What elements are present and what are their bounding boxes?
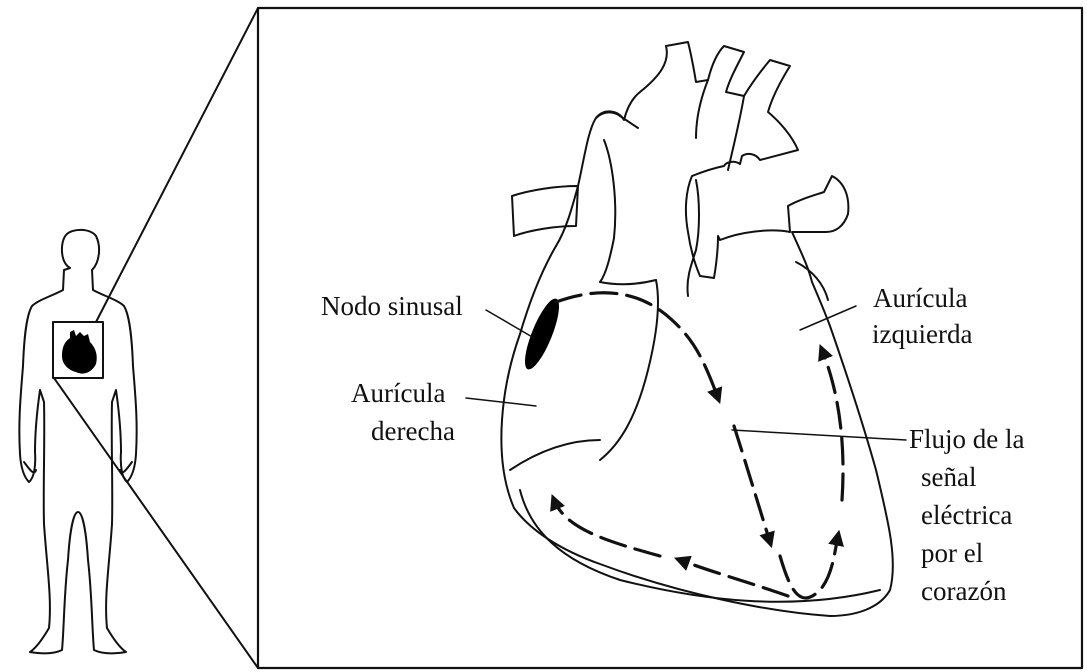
label-signal-flow-line3: eléctrica — [921, 500, 1012, 530]
heart-inset — [53, 322, 103, 378]
leader-right-atrium — [466, 398, 536, 406]
heart-outline — [501, 42, 893, 616]
signal-flow-arrows — [554, 293, 843, 598]
label-signal-flow-line5: corazón — [921, 576, 1007, 606]
sinus-node-marker — [518, 295, 565, 373]
human-silhouette-icon — [19, 230, 136, 653]
label-signal-flow-line2: señal — [921, 462, 976, 492]
label-sinus-node: Nodo sinusal — [321, 291, 463, 321]
leader-signal-flow — [732, 430, 906, 440]
leader-left-atrium — [800, 306, 856, 330]
label-signal-flow-line1: Flujo de la — [909, 424, 1025, 454]
zoom-line-top — [96, 8, 258, 322]
heart-icon — [62, 330, 97, 374]
label-right-atrium-line1: Aurícula — [351, 378, 445, 408]
label-left-atrium-line1: Aurícula — [873, 283, 967, 313]
label-left-atrium-line2: izquierda — [872, 319, 972, 349]
labels: Nodo sinusal Aurícula derecha Aurícula i… — [321, 283, 1025, 606]
label-signal-flow-line4: por el — [921, 538, 983, 568]
label-right-atrium-line2: derecha — [371, 416, 455, 446]
